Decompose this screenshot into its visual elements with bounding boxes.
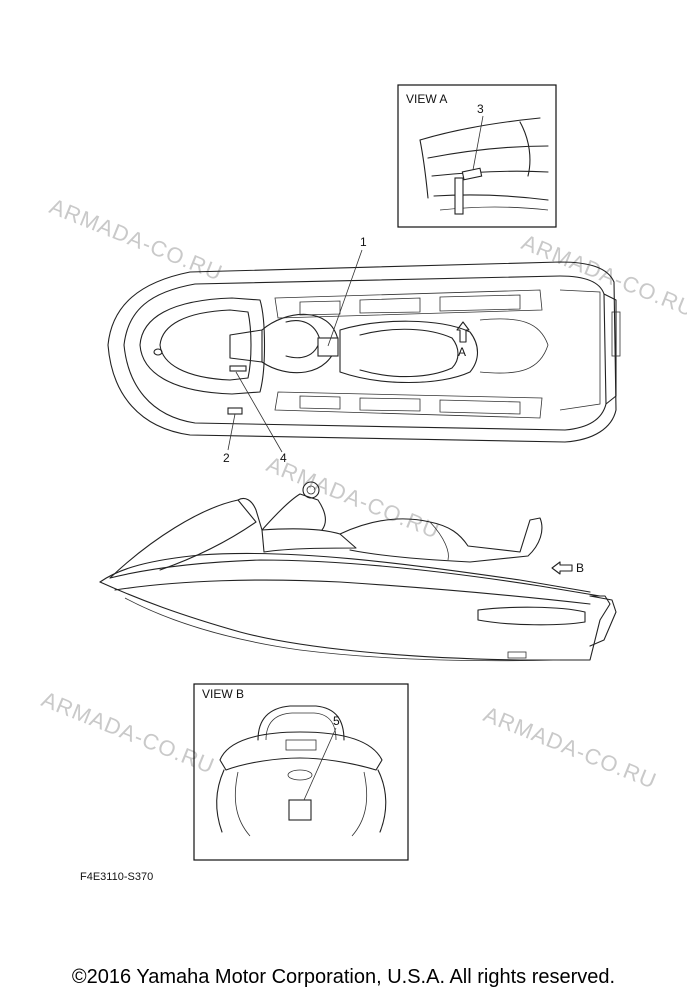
view-b-title: VIEW B [202,687,244,701]
callout-5: 5 [333,714,340,728]
decal-3 [461,167,483,181]
diagram-code: F4E3110-S370 [80,871,153,883]
top-view: A 1 4 2 [107,235,621,465]
decal-2 [227,407,243,415]
view-b-arrow-label: B [576,561,584,575]
watermark-3: ARMADA-CO.RU [263,451,443,543]
watermark-5: ARMADA-CO.RU [480,701,660,793]
watermark-4: ARMADA-CO.RU [38,686,218,778]
decal-4 [229,365,247,372]
parts-diagram: ARMADA-CO.RU ARMADA-CO.RU ARMADA-CO.RU A… [38,84,687,883]
decal-1 [317,337,339,357]
view-a-title: VIEW A [406,92,447,106]
callout-3: 3 [477,102,484,116]
view-a-arrow [456,321,470,343]
callout-2: 2 [223,451,230,465]
callout-4: 4 [280,451,287,465]
view-b-inset: VIEW B 5 [193,683,409,861]
watermarks: ARMADA-CO.RU ARMADA-CO.RU ARMADA-CO.RU A… [38,193,687,793]
decal-5 [288,799,312,821]
view-a-arrow-label: A [458,345,466,359]
watermark-2: ARMADA-CO.RU [518,229,687,321]
copyright-notice: ©2016 Yamaha Motor Corporation, U.S.A. A… [71,966,616,988]
view-b-arrow [551,561,573,575]
callout-1: 1 [360,235,367,249]
side-view: B [99,481,617,662]
view-a-inset: VIEW A 3 [397,84,557,228]
